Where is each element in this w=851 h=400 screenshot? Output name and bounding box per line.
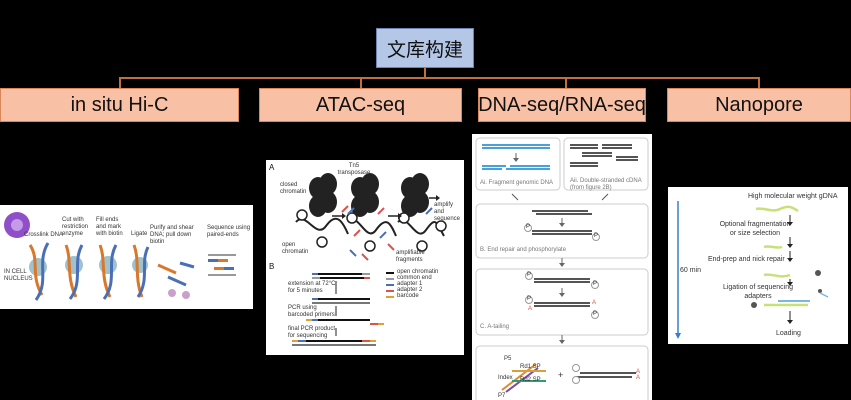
legend-item-5: barcode <box>397 293 419 299</box>
connector-stem-dna <box>565 77 567 88</box>
dna-adapter-p5: P5 <box>504 356 512 362</box>
dna-p-b2: P <box>594 233 599 239</box>
hic-step-2: Cut with restriction enzyme <box>62 217 89 237</box>
legend-swatch <box>386 284 394 286</box>
nanopore-illustration <box>675 201 829 339</box>
dna-a-tail-1: A <box>592 300 597 306</box>
hic-figure: Crosslink DNA Cut with restriction enzym… <box>0 205 253 309</box>
category-nanopore: Nanopore <box>667 88 851 122</box>
dna-step-b: B. End repair and phosphorylate <box>480 247 567 253</box>
atac-step-2: PCR using barcoded primers <box>288 305 335 318</box>
atac-amplifiable-label: amplifiable fragments <box>396 250 425 263</box>
atac-panel-a: A <box>269 163 275 172</box>
connector-stem-atac <box>360 77 362 88</box>
dna-step-c: C. A-tailing <box>480 324 510 330</box>
connector-stem-nanopore <box>758 77 760 88</box>
category-dna-rna: DNA-seq/RNA-seq <box>478 88 646 122</box>
atac-illustration <box>292 173 447 346</box>
nanopore-step-5: Loading <box>776 330 801 337</box>
connector-horizontal <box>119 77 759 79</box>
dna-plus: + <box>558 370 564 380</box>
dna-adapter-rd1: Rd1 SP <box>520 364 541 370</box>
connector-stem-hic <box>119 77 121 88</box>
hic-step-3: Fill ends and mark with biotin <box>96 217 123 237</box>
hic-step-5: Purify and shear DNA; pull down biotin <box>150 225 194 245</box>
dna-p-c3: P <box>527 296 532 302</box>
hic-step-6: Sequence using paired-ends <box>207 225 251 238</box>
hic-step-4: Ligate <box>131 231 148 237</box>
atac-tn5-label: Tn5 transposase <box>337 163 371 176</box>
atac-open-label: open chromatin <box>282 242 309 255</box>
dna-a-tail-3: A <box>636 369 641 375</box>
dna-a-tail-4: A <box>636 375 641 381</box>
dna-adapter-rd2: Rd2 SP <box>520 377 541 383</box>
root-node: 文库构建 <box>376 28 474 68</box>
nanopore-figure: 60 min High molecular weight gDNA Option… <box>668 187 848 344</box>
category-atac: ATAC-seq <box>259 88 462 122</box>
legend-swatch <box>386 296 394 298</box>
atac-closed-label: closed chromatin <box>280 182 307 195</box>
nanopore-step-2: Optional fragmentation or size selection <box>719 221 791 237</box>
legend-swatch <box>386 278 394 280</box>
hic-nucleus-label: IN CELL NUCLEUS <box>4 269 33 282</box>
legend-item-1: open chromatin <box>397 269 439 275</box>
atac-step-3: final PCR product for sequencing <box>288 326 336 339</box>
nanopore-time-label: 60 min <box>680 267 702 274</box>
dna-step-ai: Ai. Fragment genomic DNA <box>480 180 554 186</box>
atac-step-1: extension at 72°C for 5 minutes <box>288 281 336 294</box>
dna-p-b1: P <box>526 224 531 230</box>
connector-root-stem <box>424 68 426 78</box>
legend-swatch <box>386 272 394 274</box>
dna-p-c1: P <box>527 272 532 278</box>
legend-item-2: common end <box>397 275 432 281</box>
nanopore-step-4: Ligation of sequencing adapters <box>722 284 794 300</box>
dna-adapter-index: Index <box>498 375 513 381</box>
dna-adapter-p7: P7 <box>498 393 506 399</box>
legend-item-3: adapter 1 <box>397 281 423 287</box>
legend-swatch <box>386 290 394 292</box>
dna-a-tail-2: A <box>528 306 533 312</box>
hic-illustration <box>4 212 236 301</box>
hic-step-1: Crosslink DNA <box>24 232 64 238</box>
dna-p-c4: P <box>593 311 598 317</box>
nanopore-step-1: High molecular weight gDNA <box>748 193 838 200</box>
nanopore-step-3: End-prep and nick repair <box>708 256 785 263</box>
dna-step-aii: Aii. Double-stranded cDNA (from figure 2… <box>570 178 642 191</box>
atac-amplify-label: amplify and sequence <box>434 202 461 222</box>
atac-figure: A B Tn5 transposase closed chromatin ope… <box>266 160 464 355</box>
dna-p-c2: P <box>593 281 598 287</box>
dna-illustration <box>475 137 649 400</box>
legend-item-4: adapter 2 <box>397 287 423 293</box>
dna-rna-figure: Ai. Fragment genomic DNA Aii. Double-str… <box>472 134 652 400</box>
atac-panel-b: B <box>269 262 275 271</box>
category-hic: in situ Hi-C <box>0 88 239 122</box>
